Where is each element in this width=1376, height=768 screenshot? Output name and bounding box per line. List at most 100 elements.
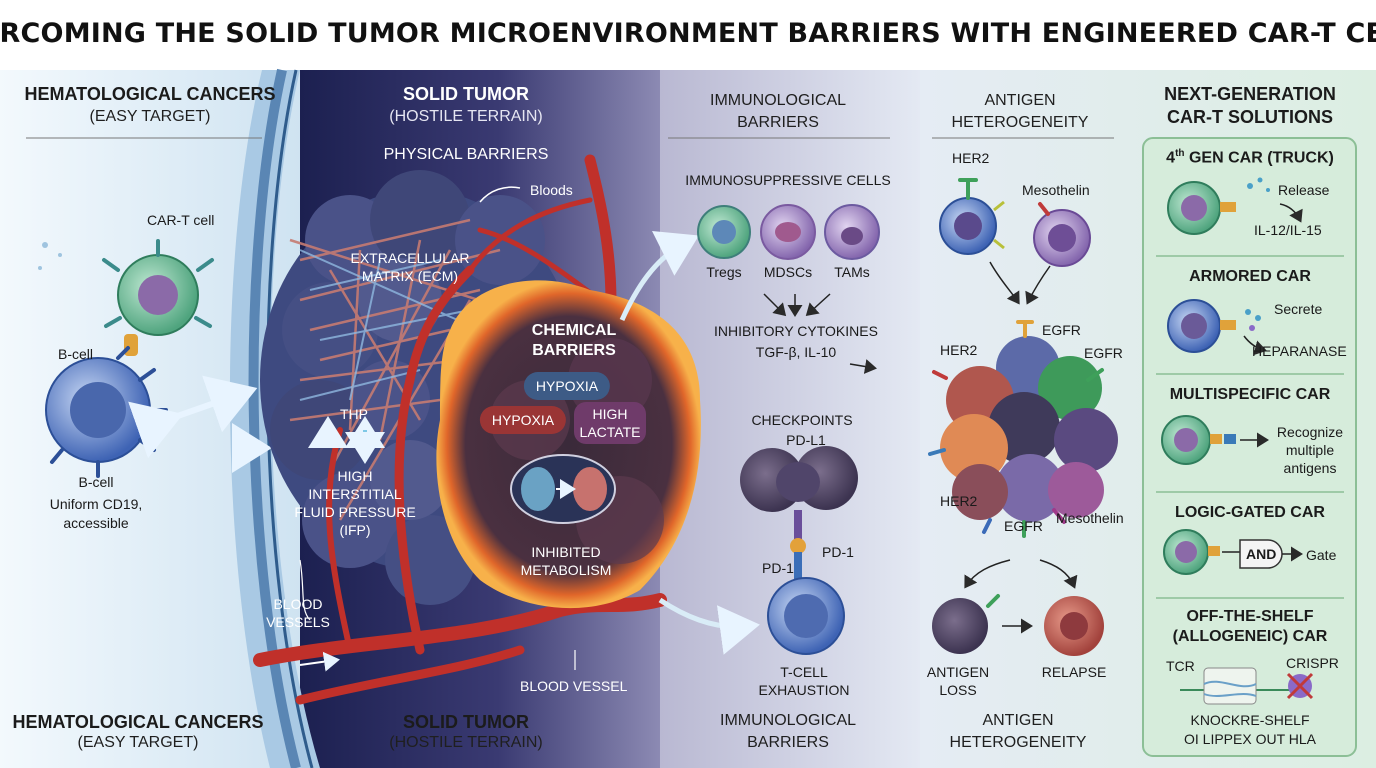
multispecific-line-1: Recognize <box>1276 424 1344 440</box>
metabolism-label-1: INHIBITED <box>531 544 601 560</box>
tregs-label: Tregs <box>706 264 742 280</box>
blood-vessels-label-1: BLOOD <box>273 596 323 612</box>
solid-tumor-footer-sub: (HOSTILE TERRAIN) <box>389 734 543 751</box>
truck-il-label: IL-12/IL-15 <box>1254 222 1322 238</box>
hematological-footer-heading: HEMATOLOGICAL CANCERS <box>12 712 264 732</box>
her2-cell-icon <box>939 178 1005 255</box>
immunological-footer-1: IMMUNOLOGICAL <box>719 712 857 729</box>
suppressive-cells-label: IMMUNOSUPPRESSIVE CELLS <box>685 172 891 188</box>
heterogeneous-tumor-icon <box>940 336 1118 522</box>
multispecific-line-3: antigens <box>1283 460 1337 476</box>
logic-gate-label: Gate <box>1306 547 1337 563</box>
ifp-label-4: (IFP) <box>339 522 371 538</box>
physical-barriers-label: PHYSICAL BARRIERS <box>383 146 549 163</box>
crispr-edit-icon <box>1180 667 1314 705</box>
thp-label: THP <box>340 406 368 422</box>
truck-release-label: Release <box>1278 182 1330 198</box>
main-title: OVERCOMING THE SOLID TUMOR MICROENVIRONM… <box>0 18 1376 49</box>
antigen-loss-label-1: ANTIGEN <box>926 664 990 680</box>
logic-gated-card-title: LOGIC-GATED CAR <box>1175 504 1325 521</box>
ifp-label-3: FLUID PRESSURE <box>294 504 416 520</box>
her2-label-low: HER2 <box>940 493 978 509</box>
mitochondria-icon <box>510 454 616 524</box>
mesothelin-label-top: Mesothelin <box>1022 182 1090 198</box>
next-gen-panel <box>1142 137 1357 757</box>
hematological-footer-sub: (EASY TARGET) <box>77 734 199 751</box>
truck-card-title: 4th GEN CAR (TRUCK) <box>1166 148 1334 167</box>
blood-vessels-label-2: VESSELS <box>266 614 330 630</box>
chemical-barriers-label-2: BARRIERS <box>532 342 616 359</box>
multispecific-card-title: MULTISPECIFIC CAR <box>1169 386 1331 403</box>
mesothelin-label-low: Mesothelin <box>1056 510 1124 526</box>
cytokines-label: INHIBITORY CYTOKINES <box>714 323 878 339</box>
high-lactate-label-2: LACTATE <box>579 424 641 440</box>
relapse-cell-icon <box>1044 596 1104 656</box>
solid-tumor-subheading: (HOSTILE TERRAIN) <box>389 108 543 125</box>
offshelf-card-title-2: (ALLOGENEIC) CAR <box>1172 628 1328 645</box>
ecm-fibers <box>289 218 511 521</box>
bloods-label: Bloods <box>530 182 573 198</box>
tumor-cell-pdl1-icon <box>740 446 858 512</box>
hypoxia-badge-1: HYPOXIA <box>523 372 611 400</box>
mdscs-cell-icon <box>760 204 816 260</box>
armored-cell-icon <box>1167 299 1267 356</box>
cart-cell-label: CAR-T cell <box>147 212 215 228</box>
egfr-label-b: EGFR <box>1084 345 1123 361</box>
immunological-footer-2: BARRIERS <box>747 734 829 751</box>
logic-gated-cell-icon <box>1163 529 1303 575</box>
antigen-loss-label-2: LOSS <box>939 682 977 698</box>
antigen-loss-cell-icon <box>932 594 1000 654</box>
ifp-label-2: INTERSTITIAL <box>308 486 402 502</box>
bcell-desc-1: Uniform CD19, <box>49 496 143 512</box>
hematological-subheading: (EASY TARGET) <box>89 108 211 125</box>
multispecific-cell-icon <box>1161 415 1269 465</box>
t-cell-exhausted-icon <box>767 577 845 655</box>
ecm-label-2: MATRIX (ECM) <box>361 268 459 284</box>
antigen-heading-1: ANTIGEN <box>984 92 1056 109</box>
cytokines-list: TGF-β, IL-10 <box>755 344 837 360</box>
exhaustion-label-1: T-CELL <box>780 664 828 680</box>
ecm-label-1: EXTRACELLULAR <box>350 250 470 266</box>
bcell-desc-2: accessible <box>63 515 129 531</box>
solid-tumor-heading: SOLID TUMOR <box>403 84 529 104</box>
pd1-label-left: PD-1 <box>762 560 794 576</box>
offshelf-tcr-label: TCR <box>1166 658 1195 674</box>
hematological-heading: HEMATOLOGICAL CANCERS <box>24 84 276 104</box>
chemical-barriers-label-1: CHEMICAL <box>531 322 617 339</box>
metabolism-label-2: METABOLISM <box>520 562 612 578</box>
hypoxia-badge-2: HYPOXIA <box>479 406 567 434</box>
high-lactate-badge: HIGH LACTATE <box>574 402 646 444</box>
next-gen-heading-2: CAR-T SOLUTIONS <box>1167 107 1333 127</box>
pd1-label-right: PD-1 <box>822 544 854 560</box>
offshelf-crispr-label: CRISPR <box>1286 655 1339 671</box>
antigen-heading-2: HETEROGENEITY <box>951 114 1089 131</box>
truck-title-text: GEN CAR (TRUCK) <box>1184 149 1334 167</box>
tregs-cell-icon <box>697 205 751 259</box>
high-lactate-label-1: HIGH <box>592 406 628 422</box>
tams-cell-icon <box>824 204 880 260</box>
truck-title-sup: th <box>1175 148 1185 159</box>
armored-secrete-label: Secrete <box>1274 301 1323 317</box>
armored-card-title: ARMORED CAR <box>1189 268 1311 285</box>
blood-vessel-label: BLOOD VESSEL <box>520 678 628 694</box>
solid-tumor-footer-heading: SOLID TUMOR <box>403 712 529 732</box>
offshelf-line-1: KNOCKRE-SHELF <box>1190 712 1310 728</box>
next-gen-heading-1: NEXT-GENERATION <box>1164 84 1336 104</box>
offshelf-card-title-1: OFF-THE-SHELF <box>1186 608 1314 625</box>
relapse-label: RELAPSE <box>1041 664 1107 680</box>
armored-heparanase-label: HEPARANASE <box>1252 343 1347 359</box>
ifp-label-1: HIGH <box>337 468 373 484</box>
logic-and-label: AND <box>1246 546 1277 562</box>
truck-title-number: 4 <box>1166 149 1176 167</box>
cart-cell-icon <box>102 239 214 336</box>
antigen-footer-2: HETEROGENEITY <box>949 734 1087 751</box>
truck-cell-icon <box>1167 177 1303 235</box>
immunological-heading-2: BARRIERS <box>737 114 819 131</box>
offshelf-line-2: OI LIPPEX OUT HLA <box>1183 731 1317 747</box>
pdl1-label: PD-L1 <box>786 432 826 448</box>
exhaustion-label-2: EXHAUSTION <box>758 682 850 698</box>
antigen-footer-1: ANTIGEN <box>982 712 1054 729</box>
immunological-heading-1: IMMUNOLOGICAL <box>709 92 847 109</box>
mesothelin-cell-icon <box>1033 202 1091 267</box>
